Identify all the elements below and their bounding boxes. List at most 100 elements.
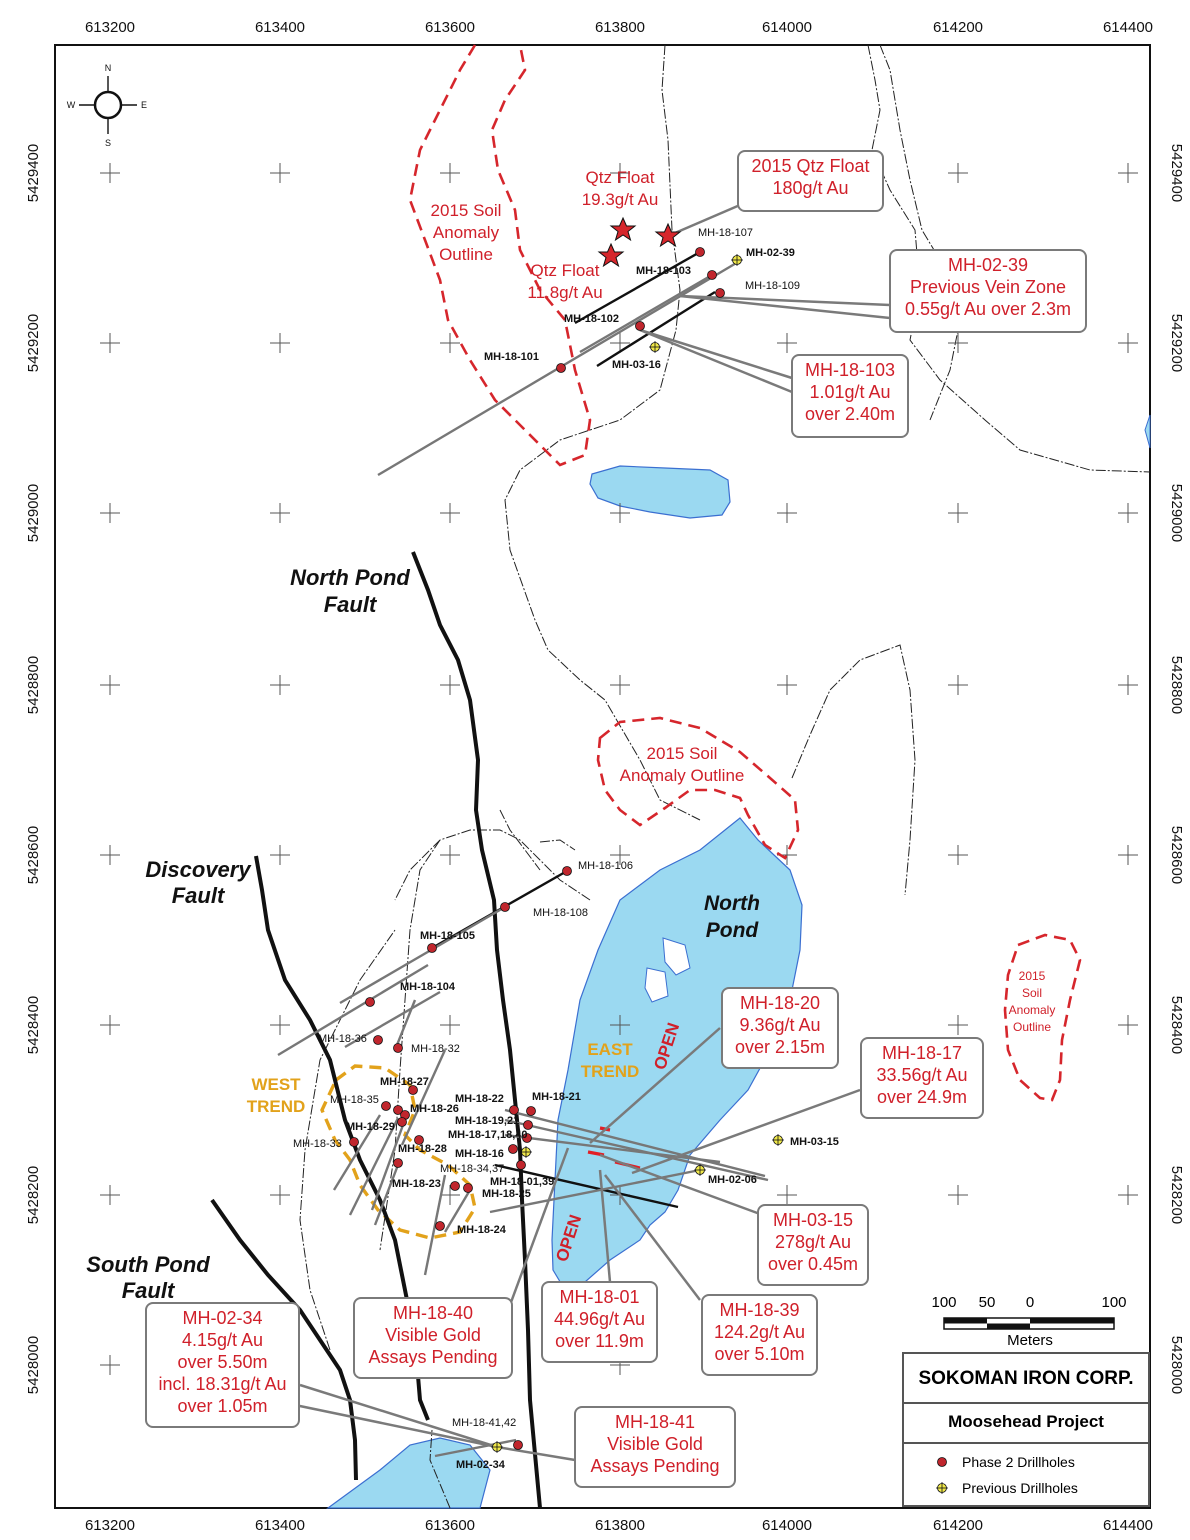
phase-2-drillhole-marker <box>393 1105 403 1115</box>
y-tick-label: 5429200 <box>1168 314 1185 372</box>
south-pond-fault-label: South Pond <box>86 1252 210 1277</box>
scale-label: 50 <box>979 1294 996 1311</box>
qtz-float-label: Qtz Float <box>531 261 600 280</box>
contour-lines <box>299 44 1151 1509</box>
callout-line: MH-18-41 <box>614 1412 696 1432</box>
east-trend-label: TREND <box>581 1062 640 1081</box>
callout-line: 0.55g/t Au over 2.3m <box>904 299 1072 319</box>
drillhole-label: MH-18-26 <box>410 1103 459 1115</box>
x-tick-label: 614400 <box>1103 1517 1153 1534</box>
phase-2-drillhole-marker <box>414 1135 424 1145</box>
y-tick-label: 5429000 <box>1168 484 1185 542</box>
drillhole-label: MH-18-24 <box>457 1224 507 1236</box>
phase-2-drillhole-markers <box>349 247 725 1450</box>
drillhole-label: MH-03-15 <box>790 1136 839 1148</box>
northern-pond <box>589 465 731 519</box>
star-icon <box>597 242 625 268</box>
phase-2-drillhole-marker <box>556 363 566 373</box>
drillhole-label: MH-18-108 <box>533 907 588 919</box>
callout-line: over 5.50m <box>177 1352 268 1372</box>
y-tick-label: 5428200 <box>1168 1166 1185 1224</box>
legend-item-previous: Previous Drillholes <box>962 1480 1078 1496</box>
phase-2-drillhole-marker <box>381 1101 391 1111</box>
south-pond <box>326 1437 491 1509</box>
callout-line: 44.96g/t Au <box>553 1309 646 1329</box>
callout-line: 33.56g/t Au <box>876 1065 968 1085</box>
drillhole-label: MH-18-35 <box>330 1094 379 1106</box>
phase-2-drillhole-marker <box>450 1181 460 1191</box>
callout-line: Assays Pending <box>590 1456 720 1476</box>
callout-line: Visible Gold <box>385 1325 481 1345</box>
callout-line: Visible Gold <box>607 1434 703 1454</box>
x-tick-label: 614400 <box>1103 19 1153 36</box>
phase-2-drillhole-marker <box>508 1144 518 1154</box>
drillhole-label: MH-18-109 <box>745 280 800 292</box>
x-tick-label: 614200 <box>933 19 983 36</box>
x-tick-label: 613800 <box>595 1517 645 1534</box>
phase-2-drillhole-marker <box>393 1043 403 1053</box>
legend-symbols <box>936 1457 948 1494</box>
drillhole-label: MH-18-22 <box>455 1093 504 1105</box>
x-axis-top: 613200 613400 613600 613800 614000 61420… <box>85 19 1153 36</box>
x-tick-label: 614200 <box>933 1517 983 1534</box>
north-pond-fault-line <box>411 551 542 1509</box>
drillhole-label: MH-18-21 <box>532 1091 581 1103</box>
legend-item-phase-2: Phase 2 Drillholes <box>962 1454 1075 1470</box>
compass-n: N <box>105 63 112 73</box>
previous-drillhole-marker <box>491 1441 503 1453</box>
previous-drillhole-markers <box>491 254 784 1453</box>
callout-line: over 2.40m <box>804 404 896 424</box>
phase-2-drillhole-marker <box>695 247 705 257</box>
callout-line: over 2.15m <box>734 1037 826 1057</box>
previous-drillhole-marker <box>772 1134 784 1146</box>
callout-line: over 1.05m <box>177 1396 268 1416</box>
drillhole-label: MH-18-105 <box>420 930 475 942</box>
callout-mh-18-41: MH-18-41 Visible Gold Assays Pending <box>574 1406 736 1488</box>
callout-line: over 5.10m <box>714 1344 805 1364</box>
x-tick-label: 613400 <box>255 1517 305 1534</box>
east-trend-label: EAST <box>587 1040 633 1059</box>
soil-anomaly-label: Outline <box>1013 1020 1051 1034</box>
callout-line: 180g/t Au <box>772 178 849 198</box>
y-axis-right: 5429400 5429200 5429000 5428800 5428600 … <box>1168 144 1185 1394</box>
x-tick-label: 613200 <box>85 19 135 36</box>
previous-drillhole-marker <box>694 1164 706 1176</box>
compass-w: W <box>67 100 76 110</box>
callout-line: MH-18-01 <box>559 1287 640 1307</box>
scale-label: 100 <box>1101 1294 1126 1311</box>
callout-line: 2015 Qtz Float <box>751 156 870 176</box>
soil-anomaly-outlines <box>408 44 1082 1102</box>
callout-mh-03-15: MH-03-15 278g/t Au over 0.45m <box>757 1204 869 1286</box>
callout-line: Previous Vein Zone <box>909 277 1067 297</box>
x-tick-label: 613600 <box>425 1517 475 1534</box>
x-tick-label: 614000 <box>762 1517 812 1534</box>
scale-label: 100 <box>931 1294 956 1311</box>
pond-island-2 <box>644 967 669 1003</box>
drillhole-label: MH-18-16 <box>455 1148 504 1160</box>
legend: SOKOMAN IRON CORP. Moosehead Project Pha… <box>902 1352 1150 1507</box>
drill-traces <box>277 250 769 1458</box>
callout-mh-18-20: MH-18-20 9.36g/t Au over 2.15m <box>721 987 839 1069</box>
phase-2-drillhole-marker <box>408 1085 418 1095</box>
discovery-fault-label: Fault <box>172 883 226 908</box>
drillhole-labels: MH-18-107 MH-02-39 MH-18-103 MH-18-109 M… <box>293 227 839 1471</box>
soil-anomaly-label: Anomaly <box>433 223 500 242</box>
x-tick-label: 614000 <box>762 19 812 36</box>
soil-anomaly-label: Anomaly Outline <box>620 766 745 785</box>
soil-anomaly-label: 2015 Soil <box>647 744 718 763</box>
y-tick-label: 5428600 <box>1168 826 1185 884</box>
drillhole-label: MH-18-103 <box>636 265 691 277</box>
drillhole-label: MH-18-01,39 <box>490 1176 554 1188</box>
pond-island-1 <box>662 937 691 976</box>
phase-2-drillhole-marker <box>562 866 572 876</box>
soil-anomaly-label: Anomaly <box>1009 1003 1056 1017</box>
callout-mh-02-34: MH-02-34 4.15g/t Au over 5.50m incl. 18.… <box>145 1302 300 1428</box>
callout-line: MH-02-39 <box>947 255 1029 275</box>
drillhole-label: MH-18-41,42 <box>452 1417 516 1429</box>
y-tick-label: 5428800 <box>1168 656 1185 714</box>
callout-line: 9.36g/t Au <box>739 1015 821 1035</box>
y-tick-label: 5428000 <box>1168 1336 1185 1394</box>
soil-anomaly-east <box>1003 933 1082 1102</box>
star-icon <box>654 222 682 248</box>
callout-mh-18-01: MH-18-01 44.96g/t Au over 11.9m <box>541 1281 658 1363</box>
